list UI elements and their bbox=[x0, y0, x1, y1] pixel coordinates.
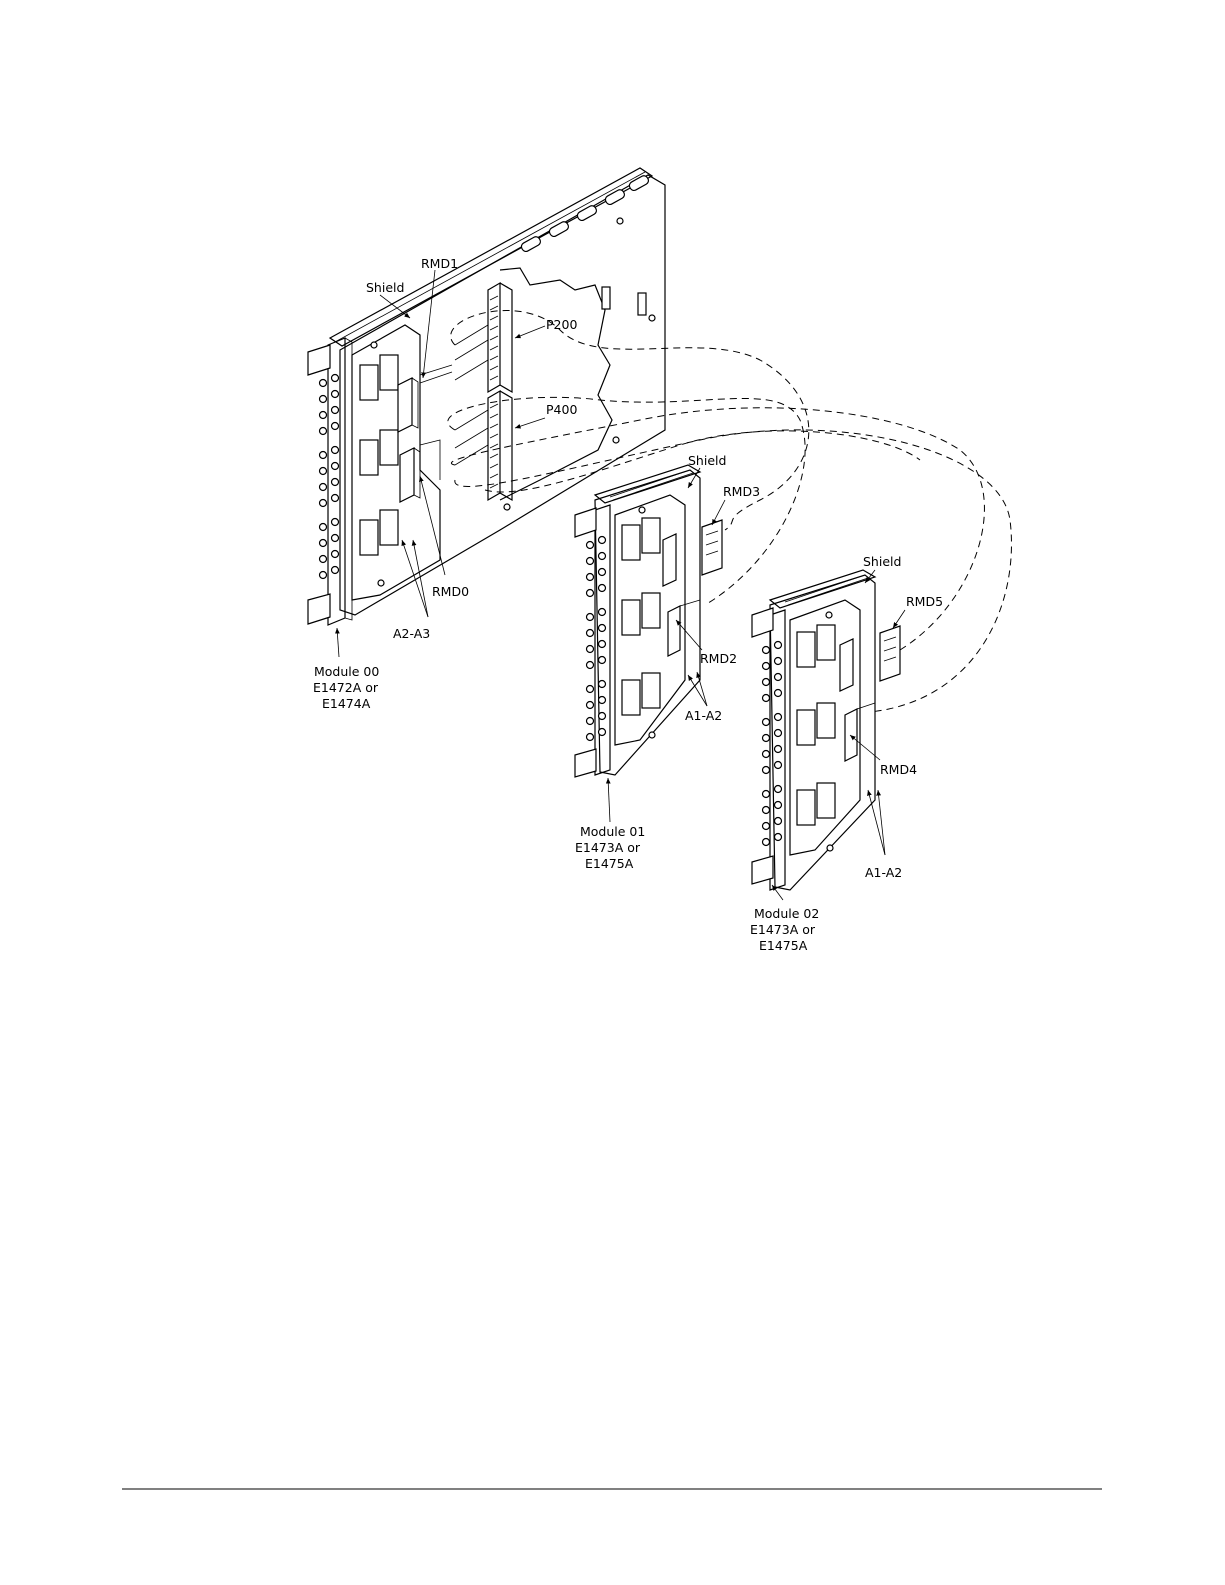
module-01-top-handle bbox=[575, 508, 596, 537]
label-p400: P400 bbox=[546, 402, 577, 417]
label-a1-a2-01: A1-A2 bbox=[685, 708, 722, 723]
label-p200: P200 bbox=[546, 317, 577, 332]
label-module02-line3: E1475A bbox=[759, 938, 808, 953]
module-00-board bbox=[340, 175, 665, 615]
label-module00-line2: E1472A or bbox=[313, 680, 379, 695]
rmd3-plug bbox=[702, 520, 722, 575]
label-module02-line2: E1473A or bbox=[750, 922, 816, 937]
label-rmd4: RMD4 bbox=[880, 762, 917, 777]
module-00-assembly bbox=[308, 168, 665, 625]
label-rmd5: RMD5 bbox=[906, 594, 943, 609]
label-module00-line3: E1474A bbox=[322, 696, 371, 711]
rmd3-connector bbox=[663, 534, 676, 586]
label-module01-line1: Module 01 bbox=[580, 824, 645, 839]
connector-p400 bbox=[488, 391, 512, 500]
module-01-bottom-handle bbox=[575, 749, 596, 777]
module-00-cutaway bbox=[500, 268, 612, 500]
label-module00-line1: Module 00 bbox=[314, 664, 379, 679]
rmd5-connector bbox=[840, 639, 853, 691]
module-01-assembly bbox=[575, 465, 722, 777]
label-rmd0: RMD0 bbox=[432, 584, 469, 599]
module-00-front-connectors bbox=[320, 375, 339, 579]
label-rmd3: RMD3 bbox=[723, 484, 760, 499]
label-rmd2: RMD2 bbox=[700, 651, 737, 666]
module-00-top-handle bbox=[308, 345, 330, 375]
label-a2-a3: A2-A3 bbox=[393, 626, 430, 641]
rmd1-connector bbox=[398, 378, 412, 432]
label-module02-line1: Module 02 bbox=[754, 906, 819, 921]
connector-p200 bbox=[488, 283, 512, 392]
module-00-bottom-handle bbox=[308, 594, 330, 624]
label-shield-02: Shield bbox=[863, 554, 901, 569]
label-module01-line2: E1473A or bbox=[575, 840, 641, 855]
module-02-assembly bbox=[752, 570, 900, 890]
rmd4-connector bbox=[845, 709, 857, 761]
label-a1-a2-02: A1-A2 bbox=[865, 865, 902, 880]
label-module01-line3: E1475A bbox=[585, 856, 634, 871]
rmd5-plug bbox=[880, 626, 900, 681]
label-rmd1: RMD1 bbox=[421, 256, 458, 271]
label-shield-main: Shield bbox=[366, 280, 404, 295]
module-00-top-slots bbox=[520, 174, 650, 253]
label-shield-01: Shield bbox=[688, 453, 726, 468]
rmd2-connector bbox=[668, 606, 680, 656]
rmd0-connector bbox=[400, 448, 414, 502]
